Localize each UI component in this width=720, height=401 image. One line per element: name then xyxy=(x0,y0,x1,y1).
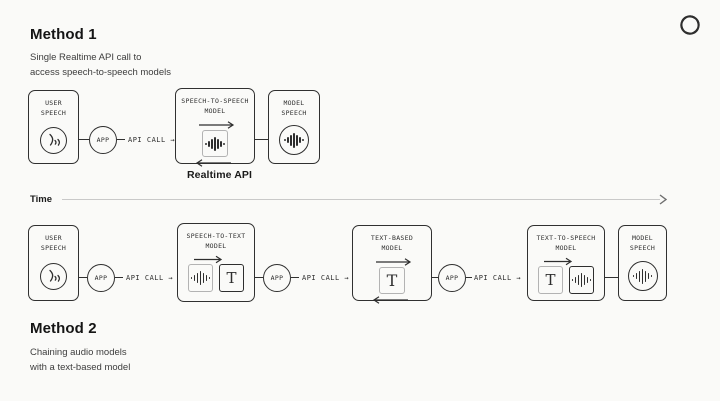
text-box: T xyxy=(219,264,244,292)
t-letter: T xyxy=(545,270,556,289)
model-speech-icon xyxy=(627,261,658,291)
connector-line xyxy=(291,277,299,278)
connector-line xyxy=(255,139,268,140)
app-node-row2-1: APP xyxy=(87,264,115,292)
speech-to-text-model-box: SPEECH-TO-TEXT MODEL T xyxy=(177,223,255,302)
waveform-box xyxy=(569,266,594,294)
box-title-line: MODEL xyxy=(381,243,403,252)
box-title: SPEECH-TO-SPEECH MODEL xyxy=(181,97,248,116)
model-speech-box-row2: MODEL SPEECH xyxy=(618,225,667,301)
box-title-line: MODEL xyxy=(555,243,577,252)
waveform-icon xyxy=(284,132,304,148)
connector-line xyxy=(79,277,87,278)
box-title-line: TEXT-TO-SPEECH xyxy=(536,234,596,242)
app-node-row1: APP xyxy=(89,126,117,154)
box-title-line: MODEL xyxy=(205,241,227,250)
time-label: Time xyxy=(30,194,53,205)
text-based-model-box: TEXT-BASED MODEL T xyxy=(352,225,432,304)
text-to-speech-model-box: TEXT-TO-SPEECH MODEL T xyxy=(527,225,605,301)
realtime-api-label: Realtime API xyxy=(187,169,252,181)
connector-line xyxy=(466,277,472,278)
app-node-row2-2: APP xyxy=(263,264,291,292)
speech-to-text-icon: T xyxy=(188,255,244,292)
box-title: SPEECH-TO-TEXT MODEL xyxy=(187,232,246,251)
box-title: USER SPEECH xyxy=(41,234,66,253)
text-to-speech-icon: T xyxy=(538,257,594,294)
waveform-icon xyxy=(632,268,653,284)
method1-title: Method 1 xyxy=(30,26,97,43)
method2-subtitle-line2: with a text-based model xyxy=(30,362,131,373)
speech-to-speech-model-box: SPEECH-TO-SPEECH MODEL xyxy=(175,88,255,167)
box-title-line: USER xyxy=(45,234,62,242)
model-speech-icon xyxy=(279,125,309,155)
openai-logo-icon xyxy=(680,15,700,35)
box-title-line: MODEL xyxy=(283,99,305,107)
box-title-line: MODEL xyxy=(204,106,226,115)
waveform-icon xyxy=(190,271,211,285)
box-title-line: MODEL xyxy=(631,234,654,242)
connector-line xyxy=(117,139,125,140)
method1-subtitle-line2: access speech-to-speech models xyxy=(30,67,171,78)
app-label: APP xyxy=(96,136,110,144)
t-letter: T xyxy=(386,270,398,290)
connector-line xyxy=(115,277,123,278)
time-axis-arrowhead xyxy=(659,194,667,205)
model-speech-box-row1: MODEL SPEECH xyxy=(268,90,320,164)
user-speech-icon xyxy=(40,263,67,290)
app-label: APP xyxy=(270,274,284,282)
app-label: APP xyxy=(445,274,459,282)
app-node-row2-3: APP xyxy=(438,264,466,292)
box-title-line: SPEECH xyxy=(629,243,656,252)
connector-line xyxy=(79,139,89,140)
loop-arrows-icon xyxy=(195,121,235,167)
waveform-box xyxy=(202,130,228,157)
box-title: USER SPEECH xyxy=(41,99,66,118)
speech-loop-icon xyxy=(187,121,243,167)
text-loop-icon: T xyxy=(364,258,420,304)
box-title-line: SPEECH xyxy=(40,243,67,252)
api-call-label-row1: API CALL → xyxy=(128,136,176,144)
user-speech-box-row2: USER SPEECH xyxy=(28,225,79,301)
waveform-box xyxy=(188,264,213,292)
waveform-icon xyxy=(571,273,592,287)
user-speech-icon xyxy=(40,127,67,154)
api-call-label-row2-1: API CALL → xyxy=(126,274,174,282)
box-title-line: SPEECH-TO-SPEECH xyxy=(181,97,249,105)
loop-arrows-icon xyxy=(372,258,412,304)
method2-subtitle-line1: Chaining audio models xyxy=(30,347,127,358)
waveform-icon xyxy=(205,136,225,151)
text-box: T xyxy=(538,266,563,294)
method1-subtitle-line1: Single Realtime API call to xyxy=(30,52,142,63)
box-title-line: TEXT-BASED xyxy=(370,234,414,242)
box-title: MODEL SPEECH xyxy=(630,234,655,253)
box-title: TEXT-BASED MODEL xyxy=(371,234,413,253)
box-title: MODEL SPEECH xyxy=(281,99,306,118)
text-box: T xyxy=(379,267,405,294)
connector-line xyxy=(255,277,263,278)
connector-line xyxy=(605,277,618,278)
connector-line xyxy=(432,277,438,278)
user-speech-box-row1: USER SPEECH xyxy=(28,90,79,164)
api-call-label-row2-2: API CALL → xyxy=(302,274,350,282)
method2-title: Method 2 xyxy=(30,320,97,337)
t-letter: T xyxy=(226,268,237,287)
arrow-right-icon xyxy=(194,255,223,264)
box-title-line: SPEECH xyxy=(281,108,307,117)
box-title-line: USER xyxy=(45,99,62,107)
app-label: APP xyxy=(94,274,108,282)
api-call-label-row2-3: API CALL → xyxy=(474,274,522,282)
box-title: TEXT-TO-SPEECH MODEL xyxy=(537,234,596,253)
arrow-right-icon xyxy=(544,257,573,266)
box-title-line: SPEECH xyxy=(40,108,67,117)
time-axis-line xyxy=(62,199,660,200)
box-title-line: SPEECH-TO-TEXT xyxy=(186,232,246,240)
